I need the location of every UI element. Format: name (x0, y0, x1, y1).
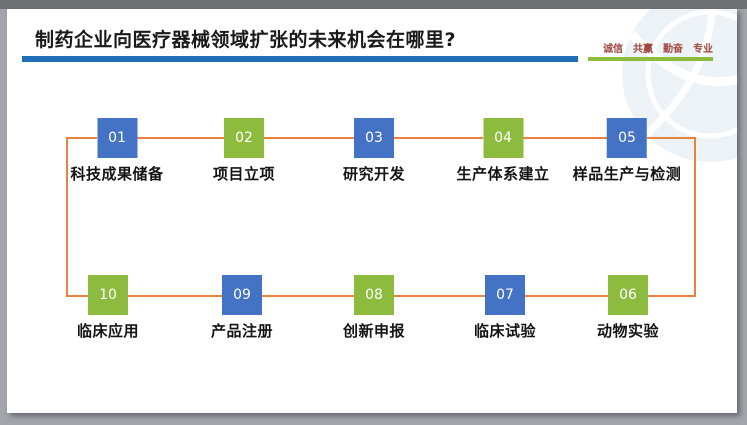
step-label: 项目立项 (212, 165, 276, 183)
step-number-box: 06 (607, 275, 648, 315)
step-label: 研究开发 (342, 165, 406, 183)
step-number-box: 03 (353, 118, 394, 158)
step-number-box: 05 (606, 118, 647, 158)
step-label: 生产体系建立 (456, 165, 550, 183)
flow-step: 02 项目立项 (213, 118, 275, 184)
title-underline-green (588, 57, 713, 61)
value-label: 共赢 (633, 44, 653, 55)
page-title: 制药企业向医疗器械领域扩张的未来机会在哪里? (35, 29, 457, 51)
step-label: 科技成果储备 (70, 165, 164, 183)
flow-step: 10 临床应用 (77, 275, 139, 341)
step-label: 产品注册 (210, 322, 274, 340)
step-label: 创新申报 (342, 322, 406, 340)
value-label: 专业 (693, 44, 713, 55)
flow-connectors (66, 137, 696, 297)
company-values: 诚信 共赢 勤奋 专业 (603, 40, 713, 55)
step-label: 临床试验 (473, 322, 537, 340)
title-underline-blue (22, 56, 578, 62)
flow-step: 06 动物实验 (597, 275, 659, 341)
window-top-bar (0, 0, 747, 9)
globe-watermark-icon (622, 9, 737, 162)
step-number-box: 01 (96, 118, 137, 158)
step-label: 临床应用 (76, 322, 140, 340)
flow-step: 08 创新申报 (343, 275, 405, 341)
step-number-box: 08 (353, 275, 394, 315)
slide-canvas: 制药企业向医疗器械领域扩张的未来机会在哪里? 诚信 共赢 勤奋 专业 (7, 9, 737, 413)
process-flow-diagram: 01 科技成果储备 02 项目立项 03 研究开发 04 生产体系建立 05 样品生产与检测 10… (7, 9, 737, 413)
value-label: 诚信 (603, 44, 623, 55)
flow-step: 07 临床试验 (474, 275, 536, 341)
flow-step: 09 产品注册 (211, 275, 273, 341)
step-number-box: 02 (223, 118, 264, 158)
step-number-box: 09 (221, 275, 262, 315)
flow-step: 01 科技成果储备 (70, 118, 163, 184)
step-label: 样品生产与检测 (572, 165, 682, 183)
step-label: 动物实验 (596, 322, 660, 340)
step-number-box: 07 (484, 275, 525, 315)
flow-step: 04 生产体系建立 (456, 118, 549, 184)
flow-step: 03 研究开发 (343, 118, 405, 184)
flow-step: 05 样品生产与检测 (573, 118, 682, 184)
step-number-box: 04 (482, 118, 523, 158)
value-label: 勤奋 (663, 44, 683, 55)
step-number-box: 10 (87, 275, 128, 315)
